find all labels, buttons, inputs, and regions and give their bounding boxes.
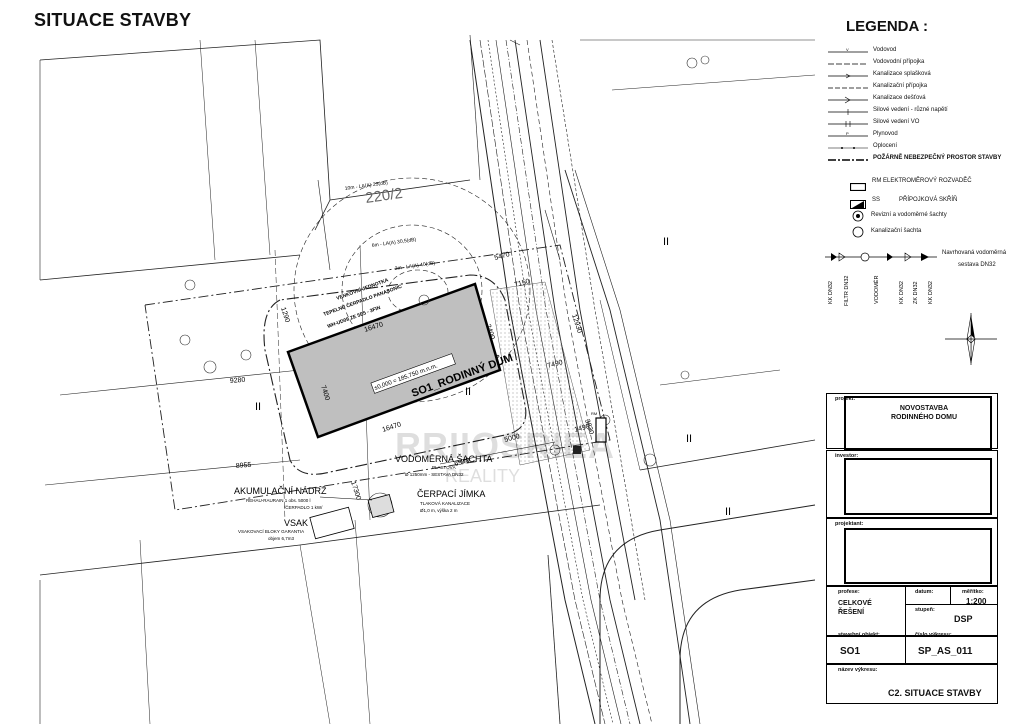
stupen-value: DSP: [954, 614, 973, 624]
rm-label: RM: [591, 411, 597, 416]
svg-text:VODOMĚR: VODOMĚR: [872, 276, 880, 304]
legend-symbol-ss: [850, 196, 866, 214]
titleblock-project-value-1: NOVOSTAVBA: [899, 405, 949, 412]
svg-text:FILTR DN32: FILTR DN32: [844, 276, 850, 306]
svg-text:ZK DN32: ZK DN32: [913, 281, 919, 304]
nazev-label: název výkresu:: [838, 667, 878, 673]
cislo-value: SP_AS_011: [918, 646, 973, 657]
water-assembly-parts: KK DN32 FILTR DN32 VODOMĚR KK DN32 ZK DN…: [828, 276, 934, 306]
titleblock-name: [826, 664, 998, 704]
legend-item-vodovod: V Vodovod: [828, 47, 897, 53]
legend-item-kanalizacni-pripojka: Kanalizační přípojka: [828, 83, 928, 89]
profese-value-2: ŘEŠENÍ: [838, 609, 865, 616]
pump-pit-sub-1: TLAKOVÁ KANALIZACE: [420, 500, 470, 506]
dim-7: 9280: [230, 377, 246, 385]
legend-title: LEGENDA :: [846, 18, 928, 35]
parcel-number: 220/2: [364, 185, 404, 207]
tank-sub-1: REHAU-RAURAIN 1 obs. 5000 l: [246, 498, 311, 503]
legend-item-silove-vedeni: Silové vedení - různé napětí: [828, 107, 948, 115]
svg-text:P: P: [846, 131, 849, 136]
noise-2m: 2m - LA(A) 40(dB): [394, 260, 435, 272]
legend-symbol-rm-code: RM: [872, 178, 882, 184]
north-arrow-icon: [945, 313, 997, 365]
dim-11: 6940: [454, 457, 471, 468]
titleblock-project-frame: [844, 396, 992, 450]
house-footprint: [286, 282, 502, 439]
water-assembly-label-1: Navrhovaná vodoměrná: [942, 250, 1007, 256]
legend-item-pozarne-nebezpecny-prostor: POŽÁRNĚ NEBEZPEČNÝ PROSTOR STAVBY: [828, 155, 1002, 161]
legend-item-kanalizace-destova: Kanalizace dešťová: [828, 95, 1018, 107]
noise-6m: 6m - LA(A) 30,5(dB): [371, 237, 416, 249]
legend-item-silove-vedeni-vo: Silové vedení VO: [828, 119, 920, 127]
legend-symbol-sewer-label: Kanalizační šachta: [871, 228, 922, 234]
profese-label: profese:: [838, 589, 860, 595]
paving-area: [489, 281, 591, 466]
legend-symbol-ss-code: SS: [872, 197, 881, 203]
legend-symbol-rm: [849, 178, 867, 196]
legend-symbol-shaft-label: Revizní a vodoměrné šachty: [871, 212, 947, 218]
dim-13: 1290: [279, 306, 291, 323]
objekt-label: stavební objekt:: [838, 632, 880, 638]
drawing-title: SITUACE STAVBY: [34, 10, 192, 30]
watermark-2: REALITY: [445, 466, 520, 486]
pump-pit-sub-2: Ø1,0 m, výška 2 m: [420, 508, 458, 513]
legend-symbol-sewer-shaft-icon: [852, 225, 864, 243]
svg-text:V: V: [846, 47, 849, 52]
dim-15: 1490: [574, 423, 591, 434]
datum-label: datum:: [915, 589, 934, 595]
objekt-value: SO1: [840, 646, 861, 657]
mark-ii-3: II: [686, 433, 692, 445]
legend-symbol-shaft-icon: [852, 209, 864, 227]
titleblock-investor-frame: [844, 458, 992, 515]
meritko-value: 1:200: [966, 597, 987, 606]
legend-symbol-ss-label: PŘÍPOJKOVÁ SKŘÍŇ: [899, 197, 958, 203]
titleblock-projektant-frame: [844, 528, 992, 584]
svg-text:KK DN32: KK DN32: [928, 281, 934, 304]
mark-ii-5: II: [465, 386, 471, 398]
mark-ii-1: II: [255, 401, 261, 413]
dim-12: 5000: [504, 433, 521, 444]
mark-ii-4: II: [725, 506, 731, 518]
meritko-label: měřítko:: [962, 589, 984, 595]
cislo-label: číslo výkresu:: [915, 632, 952, 638]
water-assembly-diagram: [825, 246, 940, 273]
dim-14: 2400: [484, 323, 496, 340]
titleblock-info: [826, 586, 998, 636]
dim-8: 8955: [236, 462, 252, 470]
soak-sub-2: objem 6,7m3: [268, 536, 295, 541]
soak-sub-1: VSAKOVACÍ BLOKY GARANTIA: [238, 528, 304, 534]
stupen-label: stupeň:: [915, 607, 935, 613]
legend-item-kanalizace-splaskova: Kanalizace splašková: [828, 71, 1018, 83]
watermark: RRIIOSRIEA: [395, 425, 615, 466]
water-assembly-label-2: sestava DN32: [958, 262, 996, 268]
tank-label: AKUMULAČNÍ NÁDRŽ: [234, 486, 327, 496]
nazev-value: C2. SITUACE STAVBY: [888, 688, 982, 698]
dim-4: 7150: [514, 278, 531, 289]
mark-ii-2: II: [663, 236, 669, 248]
titleblock-projektant: projektant:: [826, 518, 998, 586]
site-plan: SO1_RODINNÝ DŮM ±0,000 = 185,750 m.n.m. …: [39, 34, 816, 724]
dim-10: 7490: [547, 359, 564, 370]
tank-sub-2: /ČERPADLO 1 kW/: [284, 504, 323, 510]
water-shaft-label: VODOMĚRNÁ ŠACHTA: [395, 454, 492, 464]
svg-text:KK DN32: KK DN32: [899, 281, 905, 304]
legend-item-vodovodni-pripojka: Vodovodní přípojka: [828, 59, 925, 65]
titleblock-investor: investor:: [826, 450, 998, 518]
dim-5: 5470: [494, 251, 511, 262]
titleblock-project-value-2: RODINNÉHO DOMU: [890, 414, 958, 421]
dim-16: 3830: [583, 418, 595, 435]
dim-9: 17300: [349, 480, 362, 501]
water-shaft-sub-2: Ø 1250mm - SESTAVA DN32: [405, 472, 464, 477]
svg-text:KK DN32: KK DN32: [828, 281, 834, 304]
legend-symbol-rm-label: ELEKTROMĚROVÝ ROZVADĚČ: [883, 178, 972, 184]
dim-3: 7400: [319, 384, 331, 401]
pump-pit-label: ČERPACÍ JÍMKA: [417, 489, 485, 499]
titleblock-object: [826, 636, 998, 664]
legend-item-plynovod: P Plynovod: [828, 131, 898, 137]
profese-value-1: CELKOVÉ: [838, 600, 872, 607]
legend-item-oploceni: Oplocení: [828, 143, 1018, 155]
water-shaft-sub-1: PLASTOVÁ: [432, 464, 456, 470]
soak-label: VSAK: [284, 518, 308, 528]
